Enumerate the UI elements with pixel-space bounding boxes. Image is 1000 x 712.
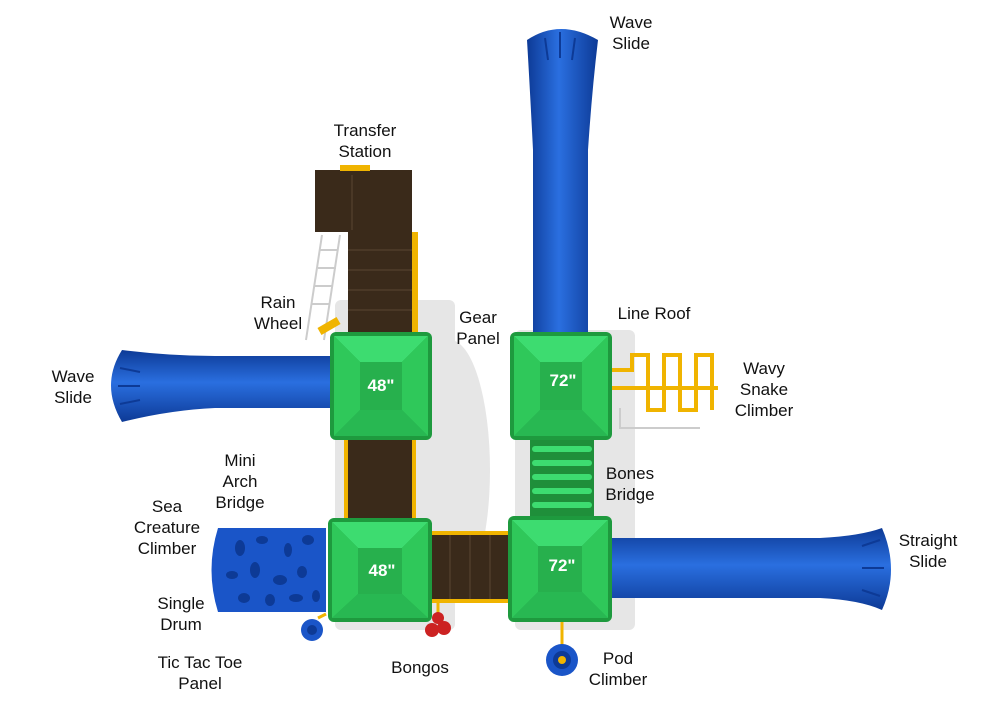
label-bones-bridge: Bones Bridge <box>605 464 655 504</box>
label-straight-slide: Straight Slide <box>898 531 958 571</box>
wave-slide-top <box>527 29 598 335</box>
wavy-snake-climber <box>612 353 718 429</box>
straight-slide <box>612 528 891 610</box>
bones-bridge <box>530 440 594 520</box>
label-pod-climber: Pod Climber <box>588 649 648 689</box>
rain-wheel <box>317 317 341 335</box>
mini-arch-bridge <box>344 440 416 520</box>
roof-tower-bottom-left: 48" <box>328 518 432 622</box>
label-bongos: Bongos <box>391 658 449 677</box>
label-sea-creature-climber: Sea Creature Climber <box>133 497 201 558</box>
transfer-station <box>315 165 418 340</box>
roof-tower-top-right: 72" <box>510 332 612 440</box>
pod-climber <box>546 622 578 676</box>
label-mini-arch-bridge: Mini Arch Bridge <box>215 451 265 512</box>
roof-label-top-left: 48" <box>368 376 395 395</box>
roof-tower-bottom-right: 72" <box>508 516 612 622</box>
label-wave-slide-top: Wave Slide <box>609 13 653 53</box>
sea-creature-climber <box>211 528 326 612</box>
ladder <box>305 234 341 341</box>
roof-label-top-right: 72" <box>550 371 577 390</box>
label-wave-slide-left: Wave Slide <box>51 367 95 407</box>
label-gear-panel: Gear Panel <box>456 308 500 348</box>
label-line-roof: Line Roof <box>617 304 691 323</box>
bongos <box>425 603 451 637</box>
label-rain-wheel: Rain Wheel <box>253 293 303 333</box>
label-transfer-station: Transfer Station <box>333 121 397 161</box>
roof-tower-top-left: 48" <box>330 332 432 440</box>
bottom-deck-connector <box>432 531 508 603</box>
single-drum <box>301 612 327 641</box>
label-tic-tac-toe-panel: Tic Tac Toe Panel <box>157 653 243 693</box>
wave-slide-left <box>111 350 332 422</box>
label-wavy-snake-climber: Wavy Snake Climber <box>734 359 794 420</box>
label-single-drum: Single Drum <box>157 594 205 634</box>
roof-label-bottom-left: 48" <box>369 561 396 580</box>
roof-label-bottom-right: 72" <box>549 556 576 575</box>
